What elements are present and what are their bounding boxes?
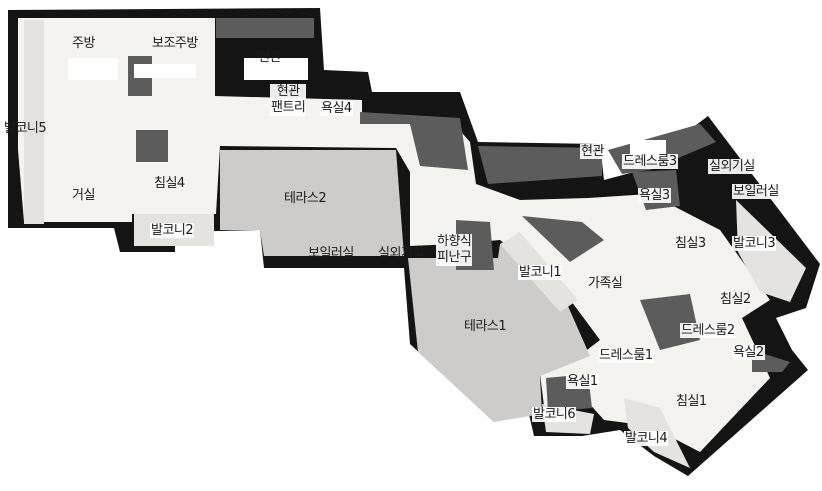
room-label-balcony5: 발코니5 [4,121,47,136]
room-label-balcony3: 발코니3 [732,236,777,251]
room-label-terrace1: 테라스1 [464,319,507,334]
room-label-bath1: 욕실1 [566,374,599,389]
room-label-evacuation-hatch: 하향식 피난구 [436,234,473,266]
room-label-balcony4: 발코니4 [624,431,669,446]
room-label-bed2: 침실2 [720,292,751,307]
room-label-entrance-right: 현관 [580,144,605,159]
room-label-pantry-kitchen: 보조주방 [152,36,198,51]
room-label-bed1: 침실1 [676,394,707,409]
room-label-dress2: 드레스룸2 [680,323,736,338]
room-label-terrace2: 테라스2 [284,191,327,206]
room-label-entrance-main: 현관 [258,50,281,65]
main-floor [18,18,770,452]
room-label-outdoor-unit-right: 실외기실 [708,159,756,174]
room-label-family: 가족실 [588,276,623,291]
room-label-bed3: 침실3 [675,236,706,251]
room-label-balcony2: 발코니2 [150,223,195,238]
room-label-entrance-pantry: 현관 팬트리 [270,84,307,116]
room-label-boiler-room-left: 보일러실 [308,246,354,261]
room-label-balcony1: 발코니1 [518,265,563,280]
room-label-dress3: 드레스룸3 [622,154,678,169]
balcony3-area [736,200,806,302]
room-label-dress1: 드레스룸1 [598,348,654,363]
balcony5-area [24,20,44,224]
floor-areas [18,18,806,468]
room-label-kitchen: 주방 [72,36,95,51]
room-label-boiler-room-right: 보일러실 [732,184,780,199]
room-label-bed4: 침실4 [154,176,185,191]
room-label-living: 거실 [72,188,95,203]
room-label-outdoor-unit-left: 실외기실 [378,246,424,261]
room-label-bath2: 욕실2 [732,345,765,360]
fixtures [68,58,666,158]
room-label-bath3: 욕실3 [638,188,671,203]
terrace2-area [220,150,404,256]
room-label-bath4: 욕실4 [320,101,353,116]
room-label-balcony6: 발코니6 [532,407,577,422]
